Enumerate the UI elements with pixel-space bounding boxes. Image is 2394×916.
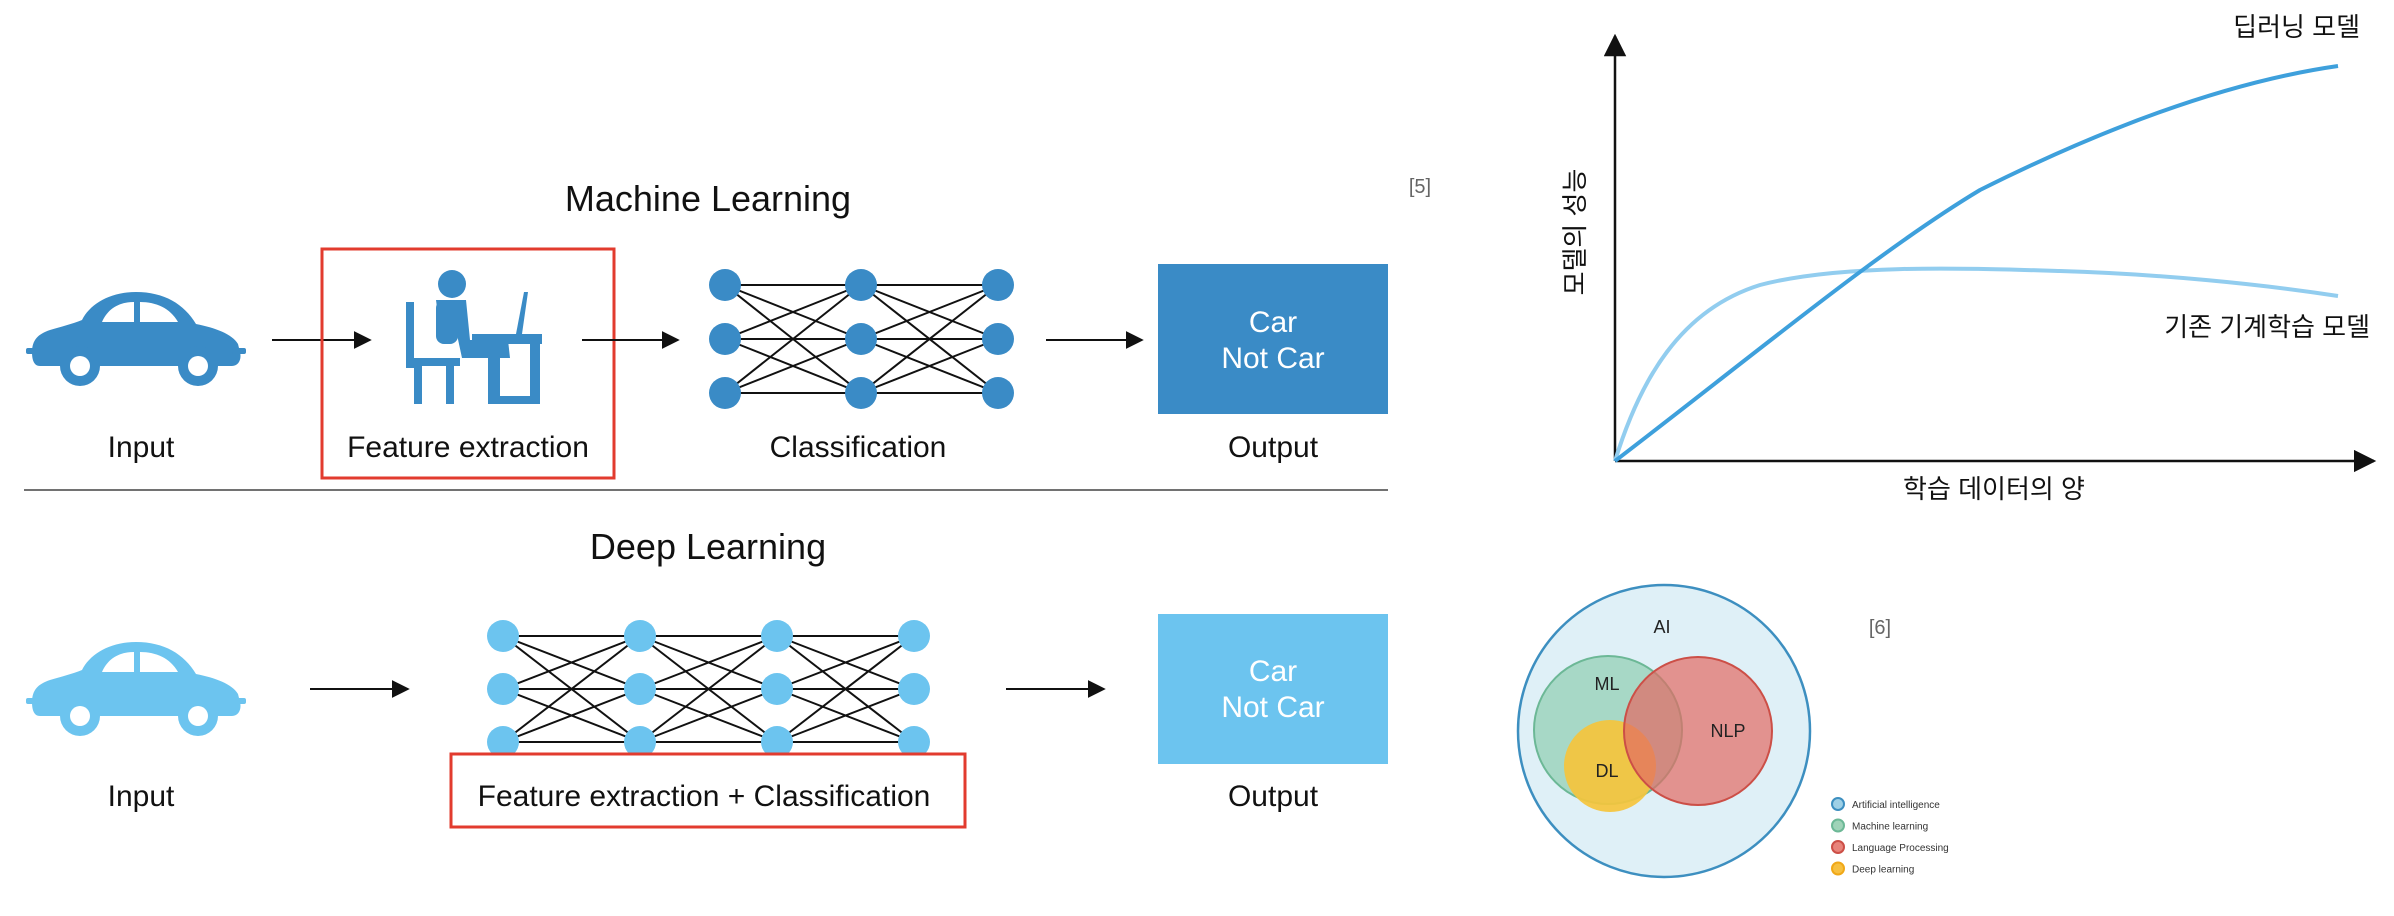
ml-net-node <box>709 377 741 409</box>
venn-nlp-label: NLP <box>1710 721 1745 741</box>
ml-net-node <box>709 323 741 355</box>
ml-feature-highlight-box <box>320 247 616 480</box>
deep-learning-curve <box>1613 64 2339 463</box>
legend-swatch <box>1831 818 1845 833</box>
legend-swatch <box>1831 840 1845 854</box>
classic-ml-curve <box>1613 266 2339 462</box>
nlp-circle <box>1623 656 1773 806</box>
ml-net-node <box>845 269 877 301</box>
ml-net-connection <box>724 338 862 394</box>
dl-neural-network <box>487 620 930 758</box>
dl-net-node <box>761 620 793 652</box>
dl-output-label: Output <box>1228 780 1319 813</box>
ml-net-connection <box>860 338 999 394</box>
ml-net-connection <box>860 284 999 340</box>
classic-ml-series-label: 기존 기계학습 모델 <box>2164 312 2370 342</box>
legend-swatch <box>1831 861 1845 876</box>
performance-chart: 딥러닝 모델 기존 기계학습 모델 학습 데이터의 양 모델의 성능 <box>1560 12 2377 504</box>
dl-net-connection <box>776 635 915 690</box>
dl-output-line-2: Not Car <box>1221 691 1324 724</box>
dl-combined-highlight-box <box>449 752 967 829</box>
ml-input-label: Input <box>108 431 175 464</box>
dl-net-node <box>898 673 930 705</box>
dl-title: Deep Learning <box>590 526 826 567</box>
venn-ml-label: ML <box>1594 674 1619 694</box>
ml-classification-label: Classification <box>770 431 947 464</box>
chart-x-label: 학습 데이터의 양 <box>1903 474 2085 504</box>
ml-net-connection <box>724 284 862 394</box>
ml-net-node <box>845 323 877 355</box>
dl-net-node <box>487 620 519 652</box>
dl-net-connection <box>502 635 641 690</box>
legend-label: Deep learning <box>1852 865 1914 876</box>
dl-net-node <box>761 726 793 758</box>
ml-net-node <box>709 269 741 301</box>
dl-net-connection <box>776 688 915 743</box>
dl-net-connection <box>502 635 641 743</box>
legend-label: Machine learning <box>1852 822 1928 833</box>
dl-net-connection <box>776 635 915 743</box>
dl-combined-label: Feature extraction + Classification <box>478 780 931 813</box>
dl-net-node <box>898 726 930 758</box>
ml-net-node <box>982 269 1014 301</box>
ml-output-line-2: Not Car <box>1221 342 1324 375</box>
dl-net-connection <box>639 688 778 743</box>
ml-net-connection <box>724 284 862 340</box>
dl-net-connection <box>639 635 778 690</box>
ml-title: Machine Learning <box>565 178 851 219</box>
venn-ai-label: AI <box>1653 617 1670 637</box>
legend-label: Artificial intelligence <box>1852 800 1940 811</box>
ai-venn-diagram: AI ML DL NLP <box>1516 583 1812 879</box>
dl-net-connection <box>639 635 778 743</box>
dl-net-node <box>487 726 519 758</box>
ml-output-label: Output <box>1228 431 1319 464</box>
person-at-desk-icon <box>406 270 542 404</box>
ml-net-node <box>982 323 1014 355</box>
ml-feature-label: Feature extraction <box>347 431 589 464</box>
ml-output-box <box>1158 264 1388 414</box>
dl-net-node <box>624 726 656 758</box>
dl-output-line-1: Car <box>1249 655 1297 688</box>
dl-net-node <box>624 620 656 652</box>
dl-net-node <box>761 673 793 705</box>
legend-swatch <box>1831 797 1845 811</box>
dl-net-node <box>624 673 656 705</box>
deep-learning-series-label: 딥러닝 모델 <box>2233 12 2360 42</box>
dl-net-connection <box>502 688 641 743</box>
legend-label: Language Processing <box>1852 843 1949 854</box>
ml-car-icon <box>26 292 246 386</box>
dl-input-label: Input <box>108 780 175 813</box>
ml-citation: [5] <box>1409 176 1431 198</box>
venn-dl-label: DL <box>1595 761 1618 781</box>
ml-net-node <box>982 377 1014 409</box>
dl-output-box <box>1158 614 1388 764</box>
ml-net-node <box>845 377 877 409</box>
ml-neural-network <box>709 269 1014 409</box>
venn-citation: [6] <box>1869 617 1891 639</box>
ml-net-connection <box>860 284 999 394</box>
ml-output-line-1: Car <box>1249 306 1297 339</box>
chart-y-label: 모델의 성능 <box>1560 169 1590 296</box>
dl-car-icon <box>26 642 246 736</box>
dl-net-node <box>898 620 930 652</box>
dl-net-node <box>487 673 519 705</box>
